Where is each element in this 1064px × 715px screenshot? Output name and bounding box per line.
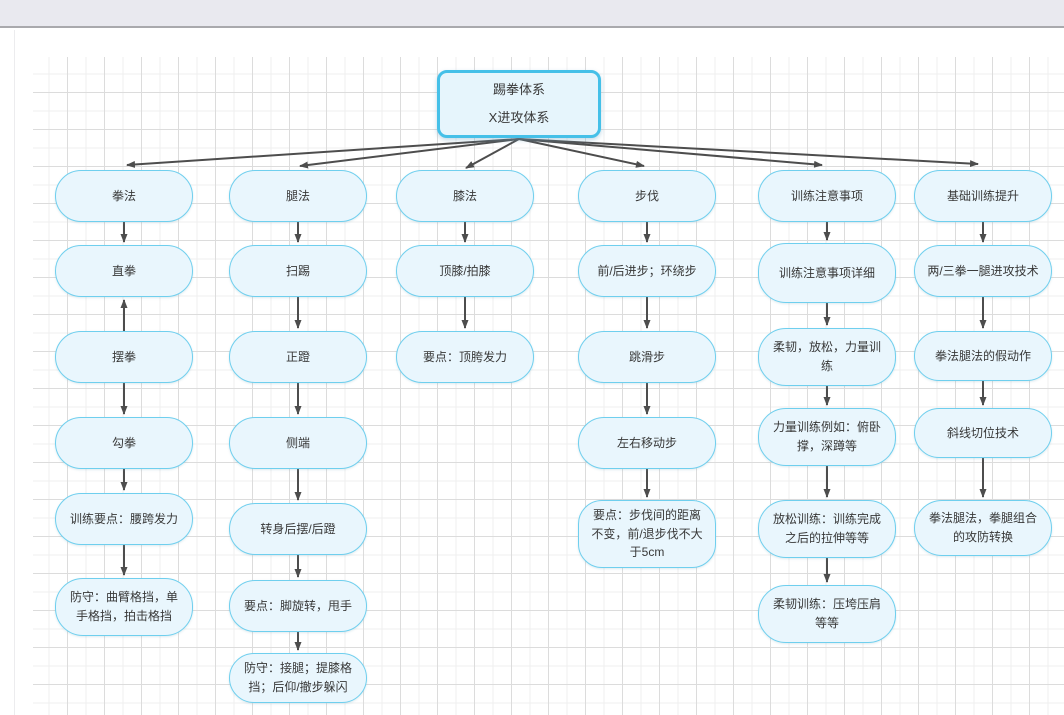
node-kick-defense[interactable]: 防守：接腿；提膝格挡；后仰/撤步躲闪 [229,653,367,703]
node-knee-key-point[interactable]: 要点：顶胯发力 [396,331,534,383]
node-knees[interactable]: 膝法 [396,170,534,222]
root-title-line1: 踢拳体系 [492,82,545,98]
node-punch-defense[interactable]: 防守：曲臂格挡，单手格挡，拍击格挡 [55,578,193,636]
node-advanced-training[interactable]: 基础训练提升 [914,170,1052,222]
node-hook-punch[interactable]: 勾拳 [55,417,193,469]
node-swing-punch[interactable]: 摆拳 [55,331,193,383]
node-training-types[interactable]: 柔韧，放松，力量训练 [758,328,896,386]
node-straight-punch[interactable]: 直拳 [55,245,193,297]
node-angle-cutting[interactable]: 斜线切位技术 [914,408,1052,458]
root-node[interactable]: 踢拳体系 X进攻体系 [437,70,601,138]
node-combo-attack[interactable]: 两/三拳一腿进攻技术 [914,245,1052,297]
node-training-notes-detail[interactable]: 训练注意事项详细 [758,243,896,303]
node-relax-training[interactable]: 放松训练：训练完成之后的拉伸等等 [758,500,896,558]
node-front-kick[interactable]: 正蹬 [229,331,367,383]
root-title-line2: X进攻体系 [488,109,550,125]
node-side-kick[interactable]: 侧端 [229,417,367,469]
top-bar [0,0,1064,28]
node-knee-strikes[interactable]: 顶膝/拍膝 [396,245,534,297]
panel-divider [14,30,15,715]
node-attack-defense-transition[interactable]: 拳法腿法，拳腿组合的攻防转换 [914,500,1052,556]
node-training-notes[interactable]: 训练注意事项 [758,170,896,222]
node-flexibility-training[interactable]: 柔韧训练：压垮压肩等等 [758,585,896,643]
node-punch-key-point[interactable]: 训练要点：腰跨发力 [55,493,193,545]
node-kicks[interactable]: 腿法 [229,170,367,222]
node-jump-slide-step[interactable]: 跳滑步 [578,331,716,383]
node-footwork-key-point[interactable]: 要点：步伐间的距离不变，前/退步伐不大于5cm [578,500,716,568]
node-spinning-kick[interactable]: 转身后摆/后蹬 [229,503,367,555]
node-kick-key-point[interactable]: 要点：脚旋转，甩手 [229,580,367,632]
node-strength-training[interactable]: 力量训练例如：俯卧撑，深蹲等 [758,408,896,466]
node-feints[interactable]: 拳法腿法的假动作 [914,331,1052,381]
node-footwork[interactable]: 步伐 [578,170,716,222]
node-sweep-kick[interactable]: 扫踢 [229,245,367,297]
node-lateral-step[interactable]: 左右移动步 [578,417,716,469]
node-step-forward-back[interactable]: 前/后进步；环绕步 [578,245,716,297]
node-punches[interactable]: 拳法 [55,170,193,222]
